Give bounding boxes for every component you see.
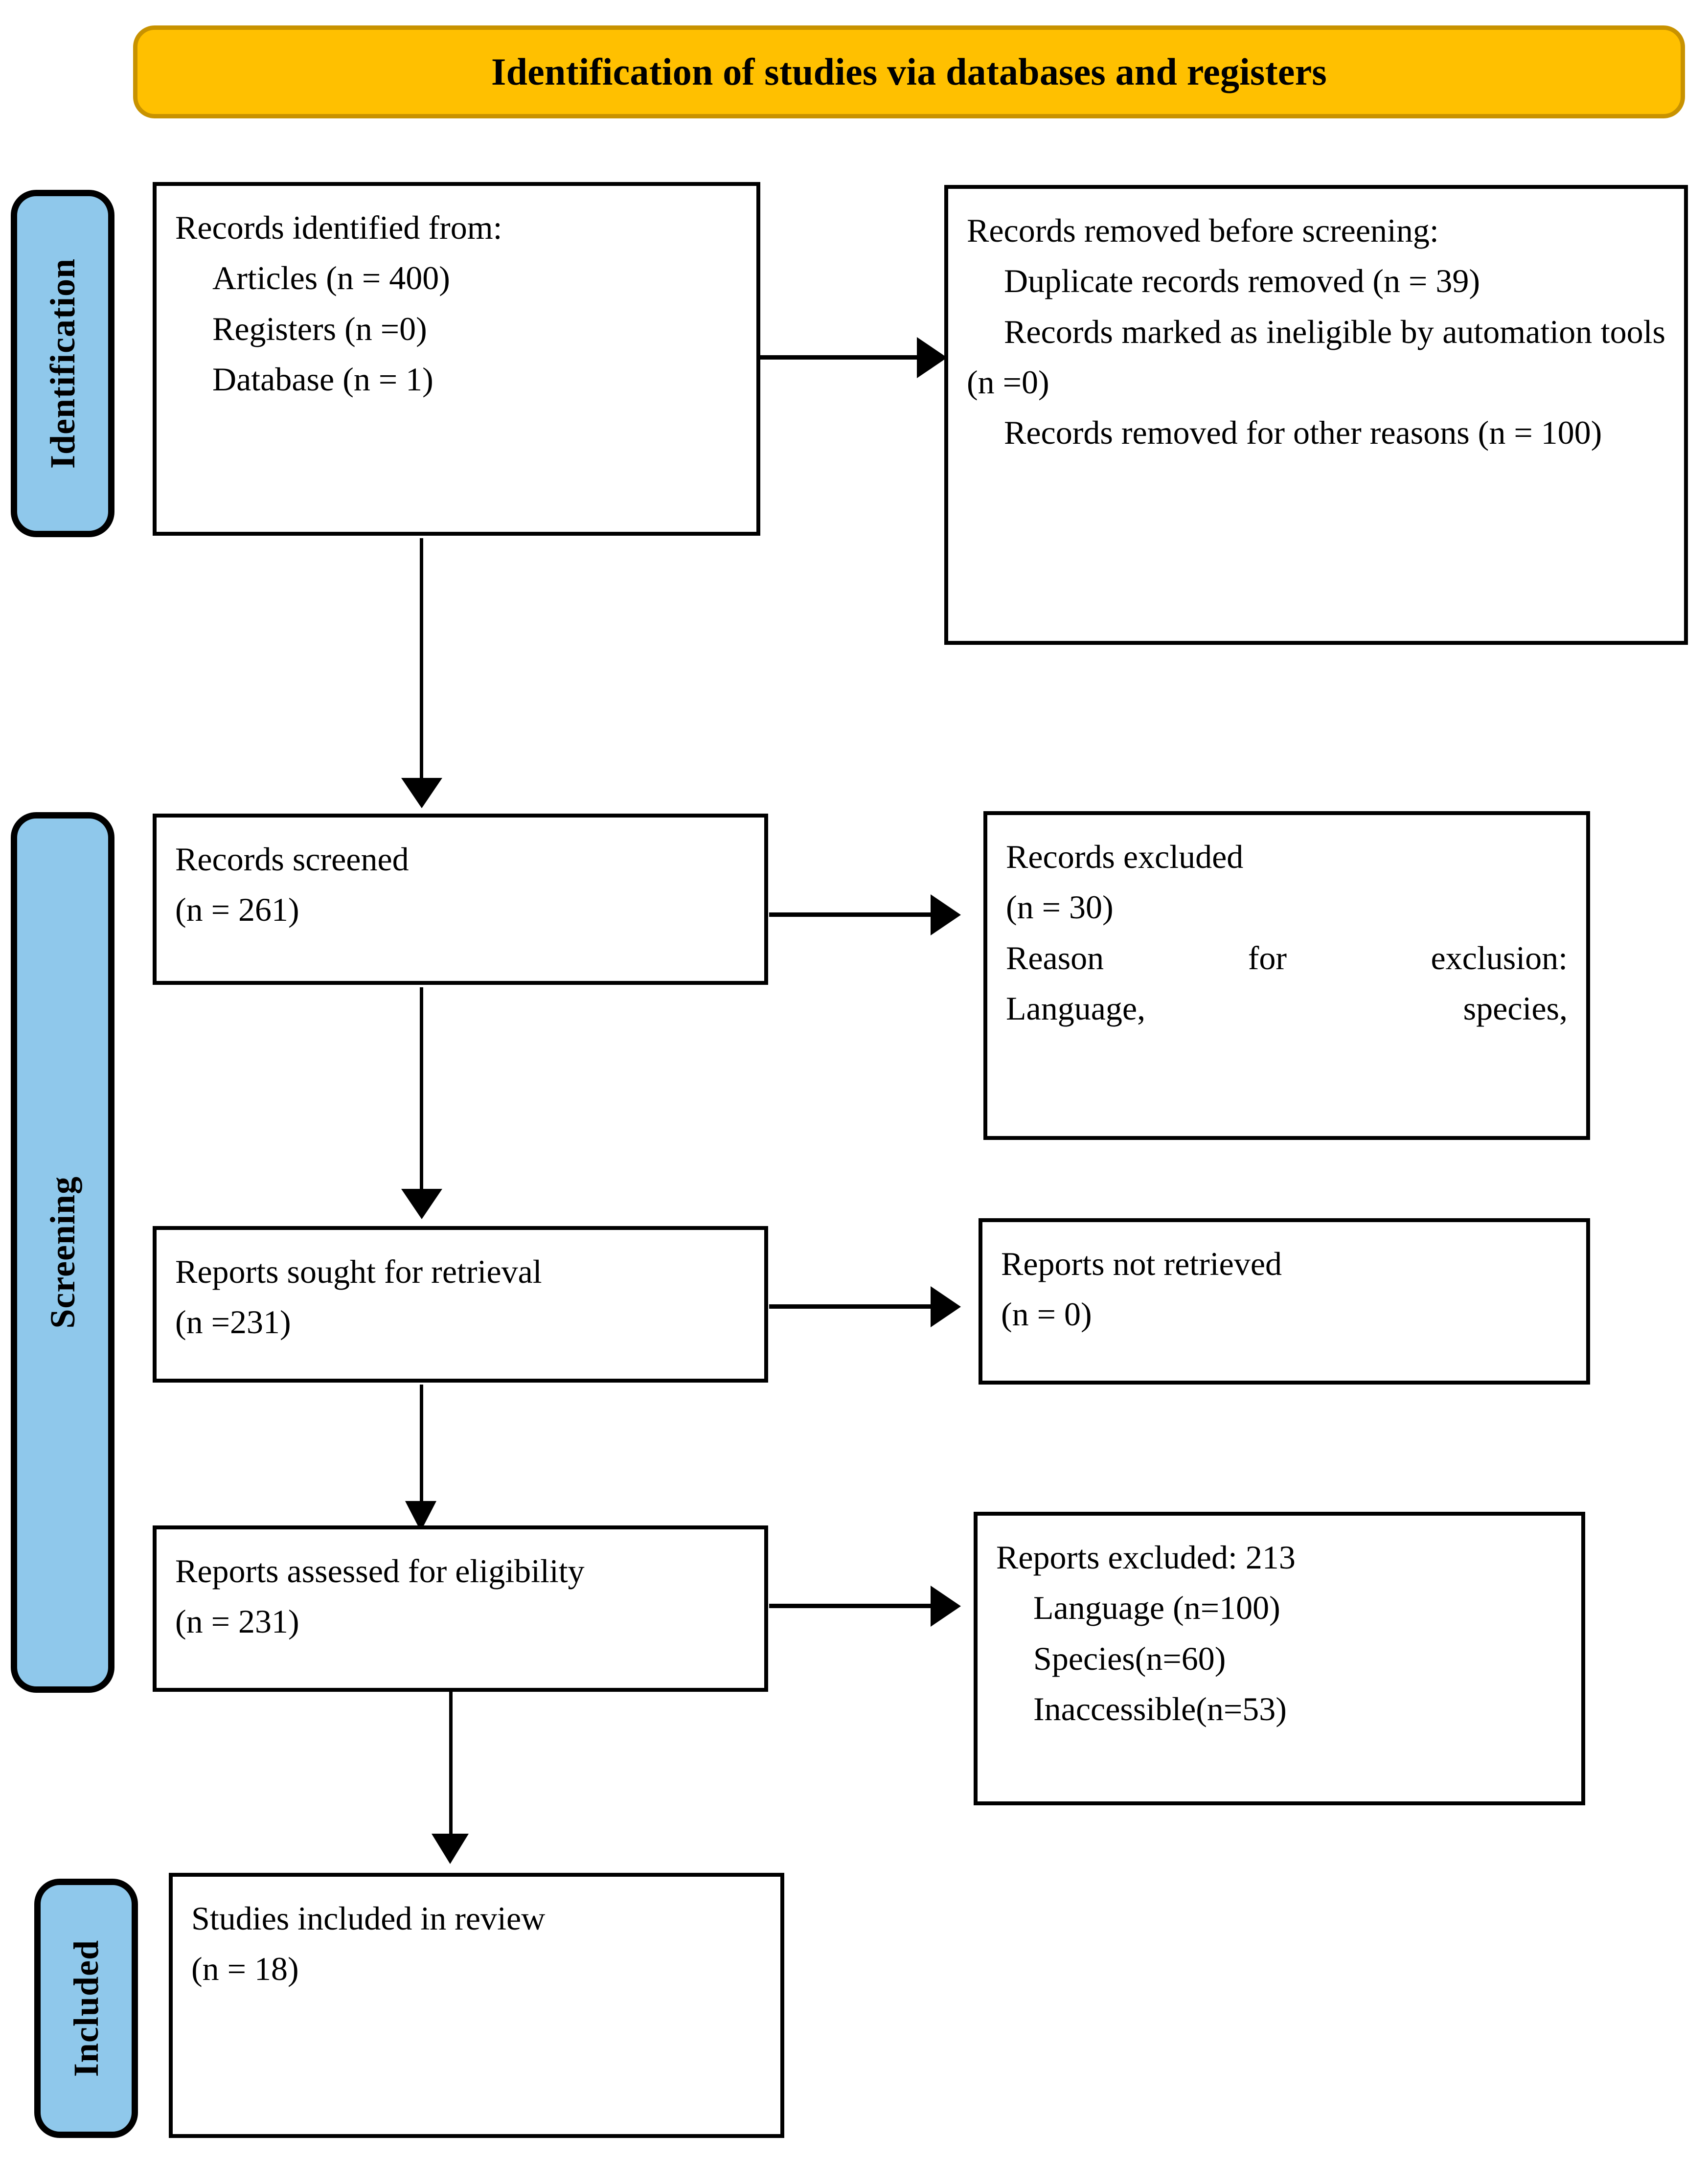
records-excluded-line3: Reason for exclusion:	[1006, 939, 1568, 977]
reports-sought-line2: (n =231)	[175, 1303, 291, 1341]
arrowhead-screened-to-sought	[401, 1189, 442, 1219]
reports-assessed-line1: Reports assessed for eligibility	[175, 1552, 585, 1590]
connector-sought-to-notretrieved	[769, 1304, 931, 1309]
box-studies-included: Studies included in review (n = 18)	[169, 1873, 784, 2138]
stage-label-identification: Identification	[11, 190, 114, 537]
arrowhead-assessed-to-excluded	[931, 1586, 961, 1627]
reports-sought-line1: Reports sought for retrieval	[175, 1253, 542, 1290]
diagram-title: Identification of studies via databases …	[491, 50, 1327, 93]
connector-assessed-to-excluded	[769, 1604, 931, 1608]
studies-included-line1: Studies included in review	[191, 1900, 546, 1937]
records-identified-item-articles: Articles (n = 400)	[212, 259, 450, 297]
stage-label-included: Included	[34, 1879, 138, 2138]
reports-not-retrieved-line1: Reports not retrieved	[1001, 1245, 1282, 1282]
records-screened-line2: (n = 261)	[175, 891, 299, 929]
records-removed-item-other: Records removed for other reasons (n = 1…	[1004, 414, 1602, 452]
stage-label-included-text: Included	[66, 1939, 106, 2077]
arrowhead-identified-to-removed	[917, 337, 947, 378]
box-reports-excluded: Reports excluded: 213 Language (n=100) S…	[974, 1512, 1585, 1805]
records-removed-item-duplicates: Duplicate records removed (n = 39)	[1004, 262, 1480, 300]
records-removed-heading: Records removed before screening:	[967, 212, 1439, 249]
connector-screened-to-sought	[420, 987, 423, 1189]
reports-not-retrieved-line2: (n = 0)	[1001, 1296, 1092, 1333]
records-identified-heading: Records identified from:	[175, 209, 502, 246]
connector-assessed-to-included	[449, 1692, 453, 1853]
connector-sought-to-assessed	[420, 1385, 423, 1531]
reports-excluded-item-species: Species(n=60)	[1033, 1639, 1226, 1677]
box-reports-assessed: Reports assessed for eligibility (n = 23…	[153, 1525, 768, 1692]
box-records-removed: Records removed before screening: Duplic…	[944, 185, 1688, 645]
reports-assessed-line2: (n = 231)	[175, 1603, 299, 1640]
diagram-header-banner: Identification of studies via databases …	[133, 25, 1685, 118]
reports-excluded-item-language: Language (n=100)	[1033, 1589, 1280, 1627]
records-excluded-line1: Records excluded	[1006, 838, 1244, 875]
arrowhead-assessed-to-included	[432, 1834, 469, 1864]
arrowhead-identified-to-screened	[401, 778, 442, 808]
studies-included-line2: (n = 18)	[191, 1950, 299, 1988]
box-records-excluded: Records excluded (n = 30) Reason for exc…	[983, 811, 1590, 1140]
records-identified-item-registers: Registers (n =0)	[212, 310, 427, 347]
records-screened-line1: Records screened	[175, 841, 409, 878]
box-reports-not-retrieved: Reports not retrieved (n = 0)	[979, 1218, 1590, 1385]
box-records-identified: Records identified from: Articles (n = 4…	[153, 182, 760, 536]
reports-excluded-item-inaccessible: Inaccessible(n=53)	[1033, 1690, 1287, 1728]
connector-identified-to-removed	[760, 355, 917, 360]
records-identified-item-database: Database (n = 1)	[212, 361, 433, 398]
stage-label-screening: Screening	[11, 812, 114, 1693]
records-removed-item-automation: Records marked as ineligible by automati…	[967, 313, 1665, 401]
arrowhead-screened-to-excluded	[931, 894, 961, 935]
records-excluded-line4: Language, species,	[1006, 990, 1568, 1027]
reports-excluded-heading: Reports excluded: 213	[996, 1539, 1296, 1576]
box-records-screened: Records screened (n = 261)	[153, 814, 768, 985]
stage-label-screening-text: Screening	[43, 1176, 82, 1329]
connector-identified-to-screened	[420, 538, 423, 778]
arrowhead-sought-to-notretrieved	[931, 1286, 961, 1327]
records-excluded-line2: (n = 30)	[1006, 888, 1114, 926]
box-reports-sought: Reports sought for retrieval (n =231)	[153, 1226, 768, 1383]
connector-screened-to-excluded	[769, 912, 931, 917]
stage-label-identification-text: Identification	[43, 258, 82, 469]
